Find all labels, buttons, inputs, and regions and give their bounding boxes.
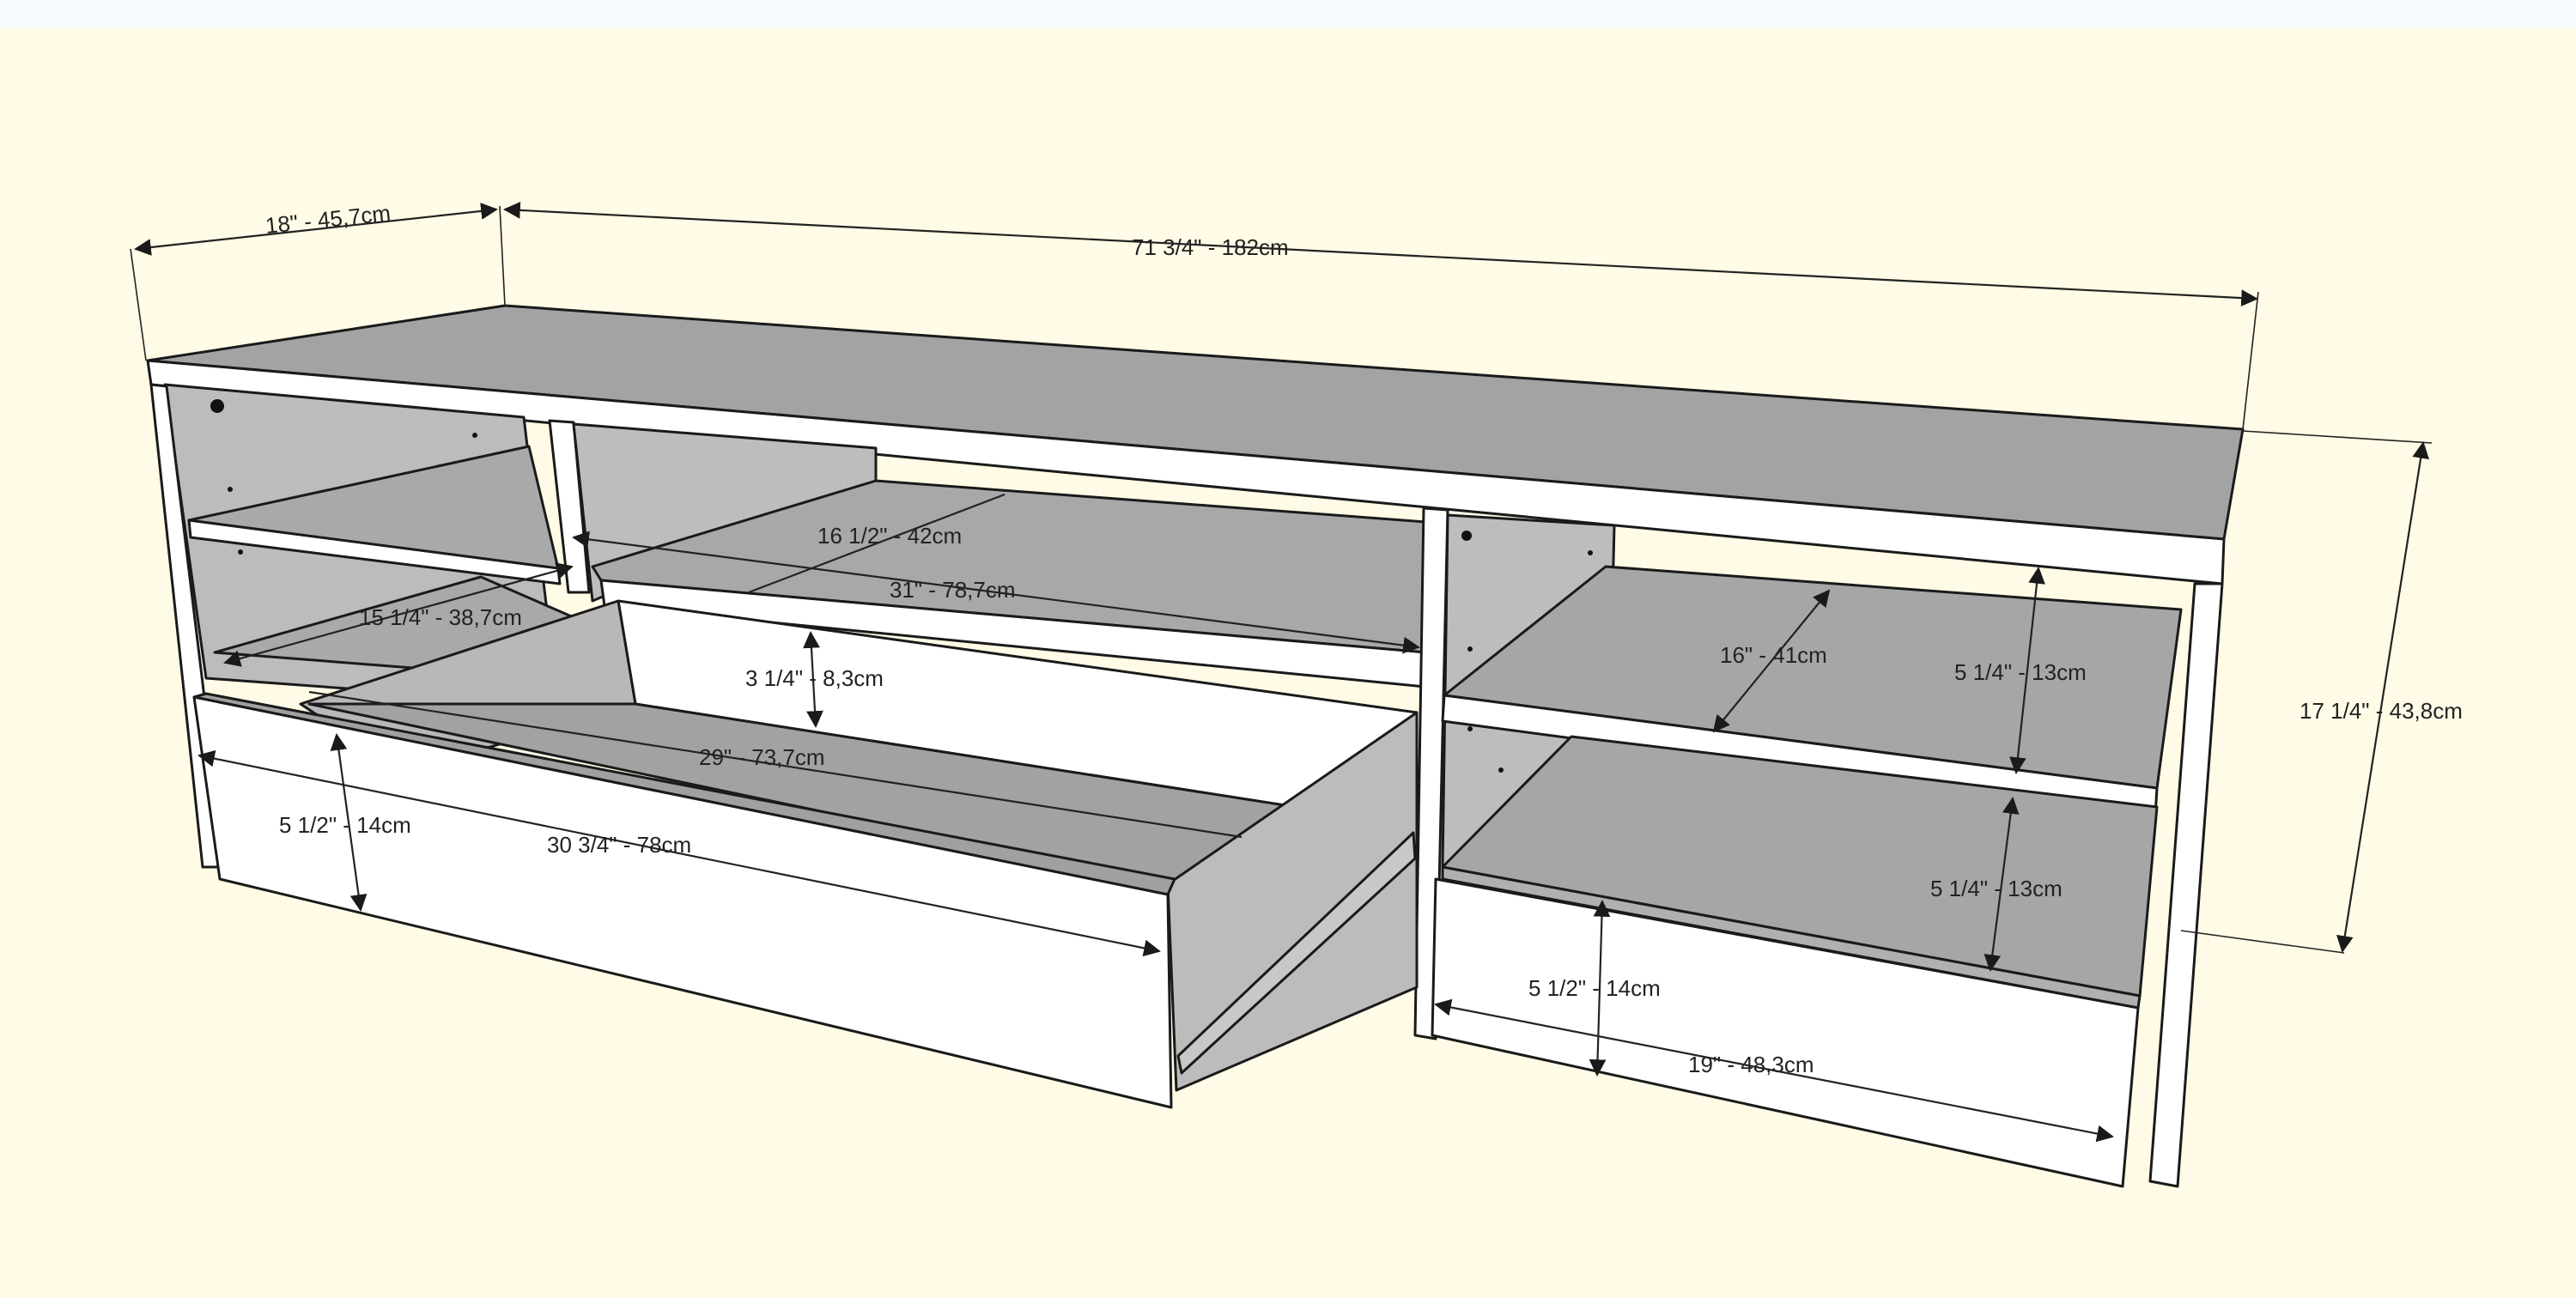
label-right-base-height: 5 1/2" - 14cm [1528, 975, 1661, 1001]
shelf-pin-hole [228, 487, 233, 492]
right-side-panel [2148, 582, 2224, 1188]
label-right-base-width: 19" - 48,3cm [1688, 1052, 1814, 1077]
shelf-pin-hole [238, 549, 243, 555]
label-center-shelf-depth: 16 1/2" - 42cm [817, 523, 962, 549]
drawer-runner [1176, 831, 1417, 1075]
label-overall-width: 71 3/4" - 182cm [1132, 234, 1289, 260]
shelf-pin-hole [1467, 646, 1473, 652]
shelf-pin-hole [1498, 767, 1504, 773]
drawer-right-side [1166, 711, 1419, 1092]
label-drawer-inner-width: 29" - 73,7cm [699, 744, 825, 770]
label-overall-height: 17 1/4" - 43,8cm [2300, 698, 2463, 724]
cable-hole [210, 399, 224, 413]
label-left-shelf-depth: 15 1/4" - 38,7cm [359, 604, 522, 630]
label-right-upper-clearance: 5 1/4" - 13cm [1954, 659, 2087, 685]
shelf-pin-hole [1467, 726, 1473, 731]
top-band [0, 0, 2576, 27]
label-drawer-side-height: 3 1/4" - 8,3cm [745, 665, 884, 691]
label-overall-depth: 18" - 45,7cm [264, 200, 392, 239]
label-right-lower-clearance: 5 1/4" - 13cm [1930, 876, 2063, 901]
label-right-shelf-depth: 16" - 41cm [1720, 642, 1827, 668]
label-center-opening-width: 31" - 78,7cm [890, 577, 1016, 603]
cable-hole [1461, 531, 1472, 541]
label-drawer-front-width: 30 3/4" - 78cm [547, 832, 691, 858]
shelf-pin-hole [472, 433, 477, 438]
label-drawer-front-height: 5 1/2" - 14cm [279, 812, 411, 838]
dimension-labels: 18" - 45,7cm 71 3/4" - 182cm 17 1/4" - 4… [264, 200, 2462, 1077]
dimension-lines [130, 202, 2433, 1143]
shelf-pin-hole [1588, 550, 1593, 555]
